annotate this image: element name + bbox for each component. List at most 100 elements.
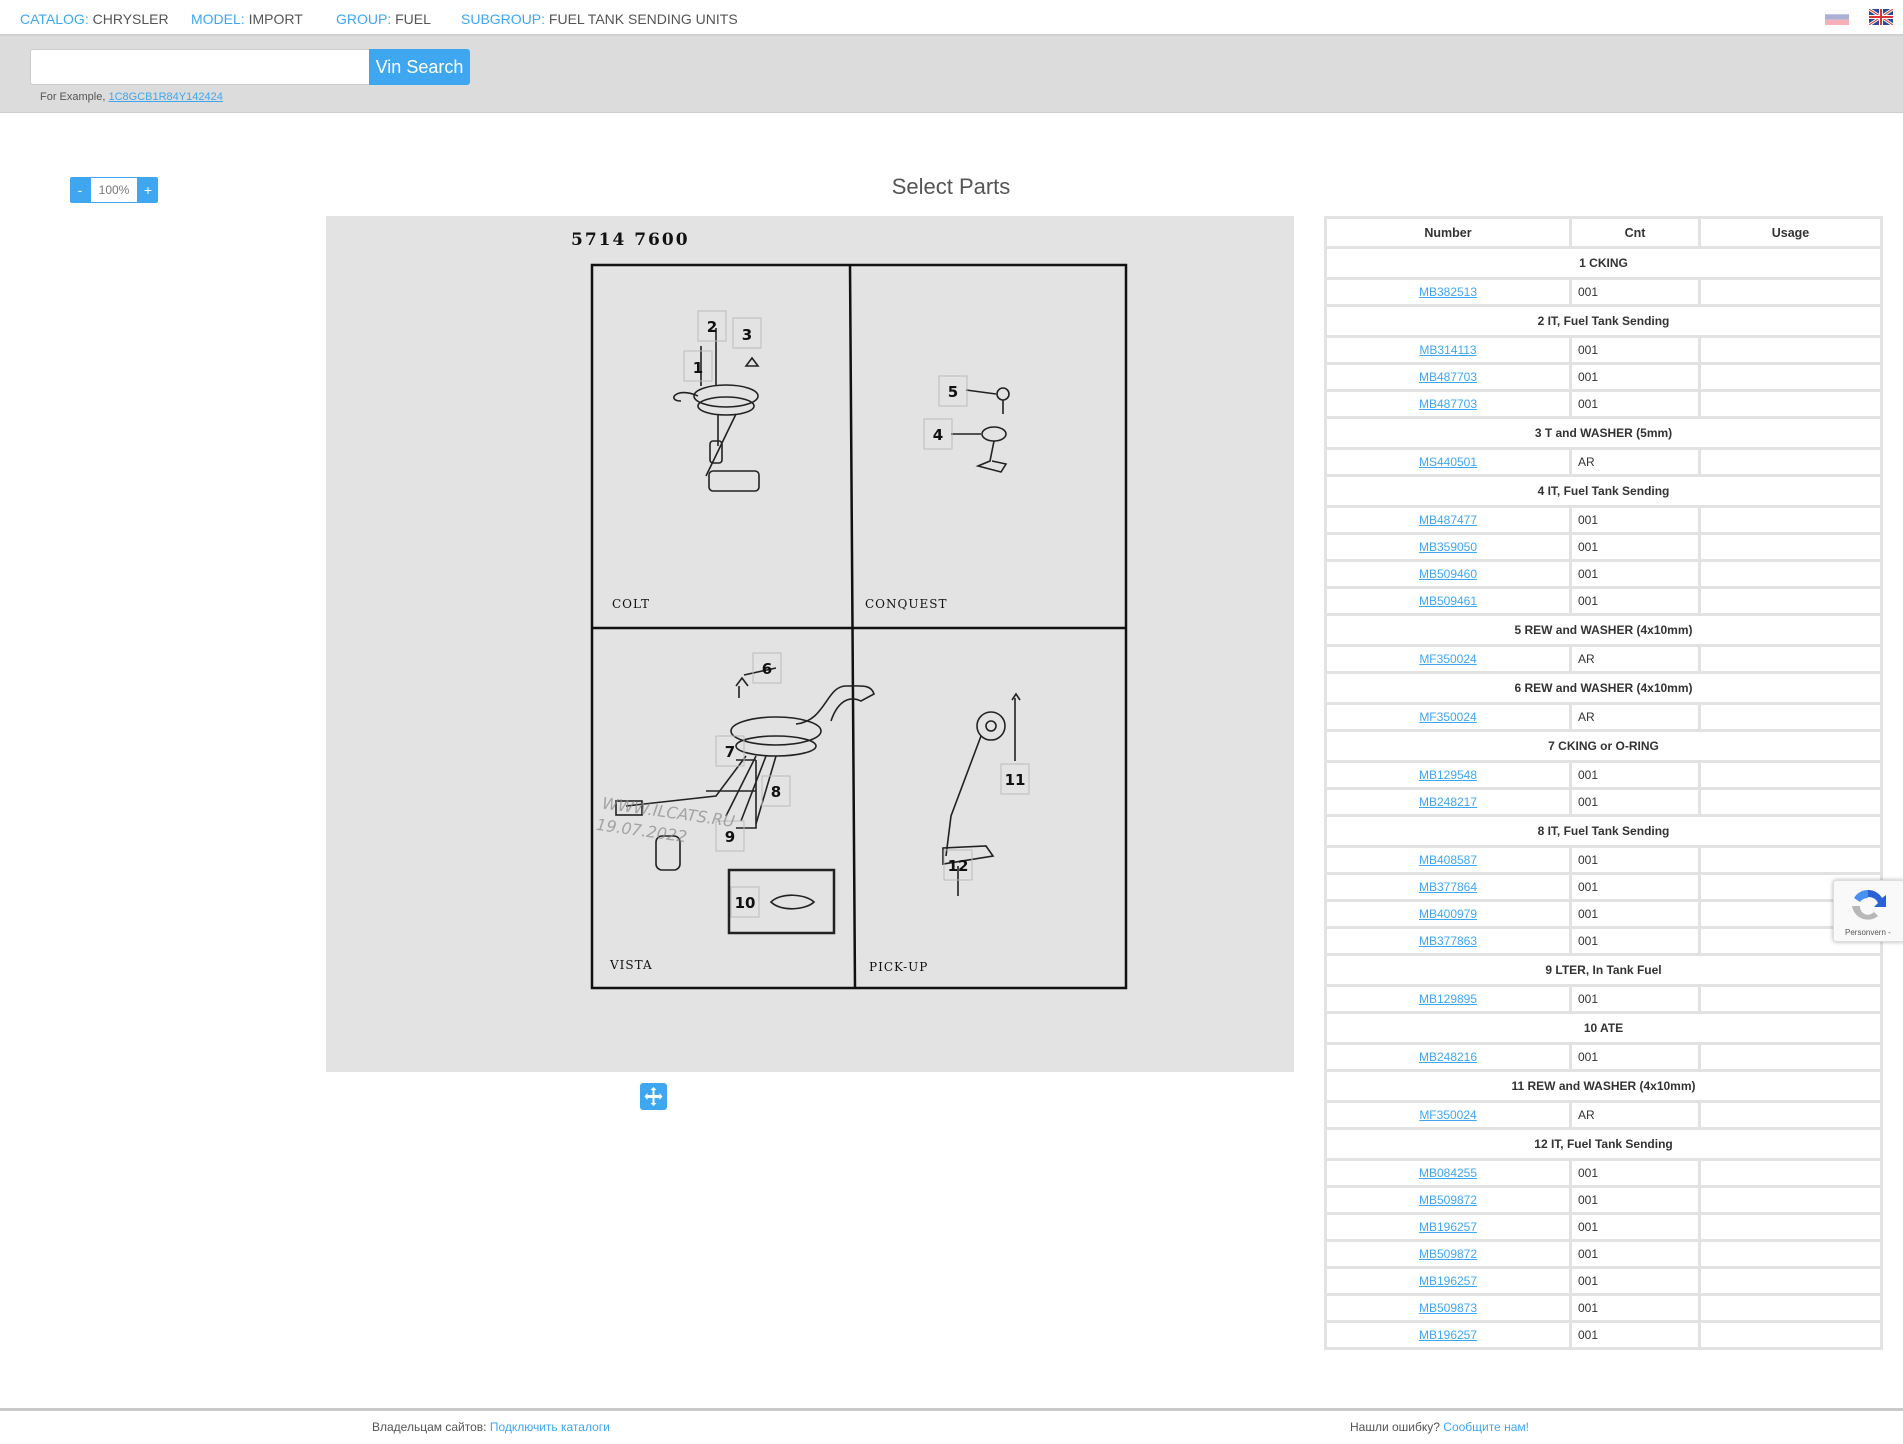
part-number-link[interactable]: MF350024 xyxy=(1419,652,1477,666)
breadcrumb-model[interactable]: MODEL: IMPORT xyxy=(191,11,303,27)
part-number-cell: MB314113 xyxy=(1324,335,1572,365)
callout-label: 6 xyxy=(762,660,772,678)
breadcrumb-key: MODEL: xyxy=(191,11,245,27)
part-number-cell: MB129895 xyxy=(1324,984,1572,1014)
panel-label-colt: COLT xyxy=(612,597,650,611)
group-title: 10 ATE xyxy=(1324,1011,1883,1045)
part-number-link[interactable]: MB408587 xyxy=(1418,853,1478,867)
callout-1[interactable]: 1 xyxy=(683,350,713,382)
part-number-link[interactable]: MB377863 xyxy=(1418,934,1478,948)
vin-input[interactable] xyxy=(30,49,370,85)
part-count: 001 xyxy=(1569,586,1701,616)
recaptcha-badge[interactable]: Personvern - xyxy=(1833,880,1903,942)
callout-9[interactable]: 9 xyxy=(715,820,745,852)
column-header-cnt: Cnt xyxy=(1569,216,1701,249)
breadcrumb-value: FUEL xyxy=(395,11,431,27)
part-usage xyxy=(1698,505,1883,535)
part-number-link[interactable]: MB509461 xyxy=(1418,594,1478,608)
diagram-code: 5714 7600 xyxy=(571,230,690,250)
part-number-cell: MB509460 xyxy=(1324,559,1572,589)
example-vin-link[interactable]: 1C8GCB1R84Y142424 xyxy=(108,91,223,103)
callout-6[interactable]: 6 xyxy=(752,652,782,684)
part-number-cell: MS440501 xyxy=(1324,447,1572,477)
zoom-out-button[interactable]: - xyxy=(70,177,90,203)
part-number-link[interactable]: MB359050 xyxy=(1418,540,1478,554)
part-number-link[interactable]: MB196257 xyxy=(1418,1274,1478,1288)
part-number-link[interactable]: MB509460 xyxy=(1418,567,1478,581)
part-number-link[interactable]: MS440501 xyxy=(1418,455,1478,469)
callout-label: 1 xyxy=(693,359,703,377)
callout-label: 2 xyxy=(707,318,717,336)
part-number-link[interactable]: MB084255 xyxy=(1418,1166,1478,1180)
callout-7[interactable]: 7 xyxy=(715,735,745,767)
part-number-link[interactable]: MB400979 xyxy=(1418,907,1478,921)
part-number-link[interactable]: MB382513 xyxy=(1418,285,1478,299)
breadcrumb-catalog[interactable]: CATALOG: CHRYSLER xyxy=(20,11,169,27)
group-title: 2 IT, Fuel Tank Sending xyxy=(1324,304,1883,338)
part-number-link[interactable]: MB129548 xyxy=(1418,768,1478,782)
part-usage xyxy=(1698,760,1883,790)
column-header-number: Number xyxy=(1324,216,1572,249)
callout-3[interactable]: 3 xyxy=(732,317,762,349)
callout-11[interactable]: 11 xyxy=(1000,763,1030,795)
part-number-link[interactable]: MB509872 xyxy=(1418,1193,1478,1207)
ru-flag-icon[interactable] xyxy=(1825,9,1849,25)
part-number-cell: MB084255 xyxy=(1324,1158,1572,1188)
callout-5[interactable]: 5 xyxy=(938,375,968,407)
part-number-link[interactable]: MB314113 xyxy=(1419,343,1477,357)
part-usage xyxy=(1698,984,1883,1014)
vin-example: For Example, 1C8GCB1R84Y142424 xyxy=(40,91,223,103)
uk-flag-icon[interactable] xyxy=(1869,9,1893,25)
part-number-link[interactable]: MB248217 xyxy=(1418,795,1478,809)
part-number-link[interactable]: MB196257 xyxy=(1418,1328,1478,1342)
part-number-link[interactable]: MB487703 xyxy=(1418,397,1478,411)
callout-12[interactable]: 12 xyxy=(943,849,973,881)
part-number-link[interactable]: MF350024 xyxy=(1419,710,1477,724)
breadcrumb-value: IMPORT xyxy=(248,11,303,27)
panel-label-conquest: CONQUEST xyxy=(865,597,947,611)
part-count: 001 xyxy=(1569,1185,1701,1215)
part-usage xyxy=(1698,1212,1883,1242)
part-number-link[interactable]: MB377864 xyxy=(1418,880,1478,894)
group-row: 9 LTER, In Tank Fuel xyxy=(1324,953,1883,987)
part-number-link[interactable]: MB487703 xyxy=(1418,370,1478,384)
move-diagram-button[interactable] xyxy=(640,1083,667,1110)
callout-4[interactable]: 4 xyxy=(923,418,953,450)
group-title: 6 REW and WASHER (4x10mm) xyxy=(1324,671,1883,705)
parts-diagram[interactable]: 5714 7600 COLT CONQUEST VISTA PICK-UP xyxy=(326,216,1294,1072)
part-number-link[interactable]: MB487477 xyxy=(1418,513,1478,527)
group-row: 3 T and WASHER (5mm) xyxy=(1324,416,1883,450)
part-number-link[interactable]: MF350024 xyxy=(1419,1108,1477,1122)
part-number-link[interactable]: MB129895 xyxy=(1418,992,1478,1006)
part-number-link[interactable]: MB196257 xyxy=(1418,1220,1478,1234)
part-usage xyxy=(1698,586,1883,616)
part-number-link[interactable]: MB509873 xyxy=(1418,1301,1478,1315)
zoom-in-button[interactable]: + xyxy=(138,177,158,203)
callout-8[interactable]: 8 xyxy=(761,775,791,807)
report-error-link[interactable]: Сообщите нам! xyxy=(1443,1420,1530,1434)
part-number-link[interactable]: MB509872 xyxy=(1418,1247,1478,1261)
vin-search-button[interactable]: Vin Search xyxy=(369,49,470,85)
callout-10[interactable]: 10 xyxy=(730,886,760,918)
part-number-cell: MB196257 xyxy=(1324,1320,1572,1350)
breadcrumb-subgroup[interactable]: SUBGROUP: FUEL TANK SENDING UNITS xyxy=(461,11,738,27)
diagram-frame xyxy=(590,263,1128,990)
connect-catalogs-link[interactable]: Подключить каталоги xyxy=(489,1420,610,1434)
callout-2[interactable]: 2 xyxy=(697,310,727,342)
part-usage xyxy=(1698,845,1883,875)
group-row: 4 IT, Fuel Tank Sending xyxy=(1324,474,1883,508)
part-count: AR xyxy=(1569,702,1701,732)
part-number-link[interactable]: MB248216 xyxy=(1418,1050,1478,1064)
part-usage xyxy=(1698,389,1883,419)
vin-search-bar: Vin Search For Example, 1C8GCB1R84Y14242… xyxy=(0,36,1903,113)
breadcrumb-group[interactable]: GROUP: FUEL xyxy=(336,11,431,27)
